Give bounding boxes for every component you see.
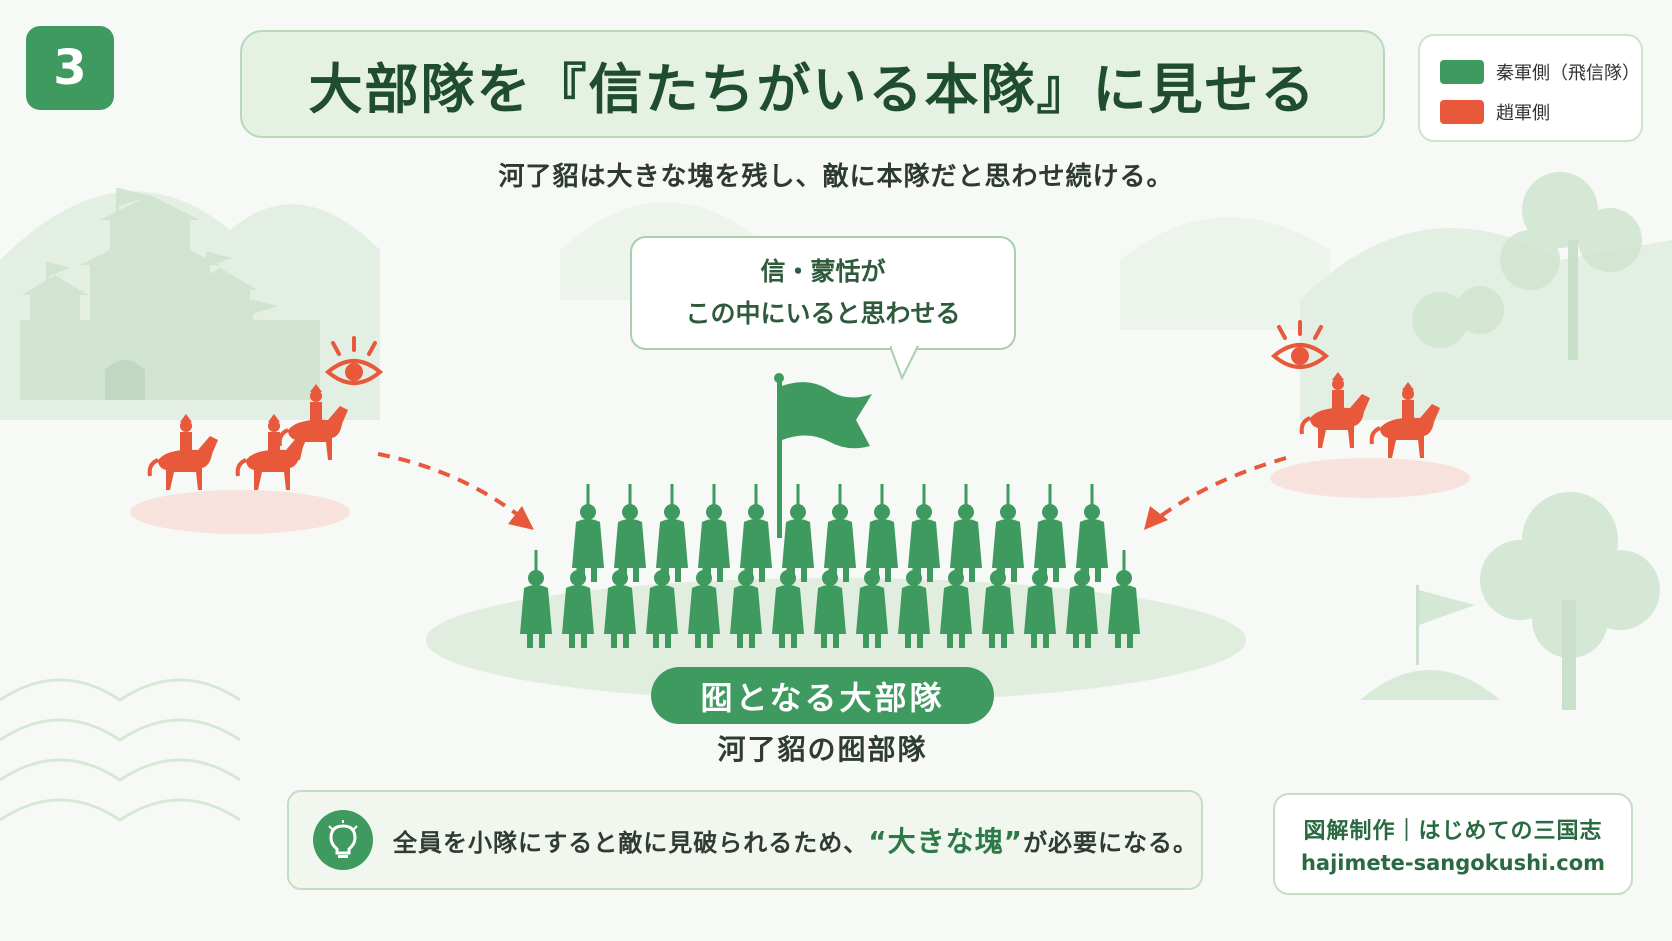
step-number: 3: [53, 40, 87, 96]
tip-text-after: が必要になる。: [1023, 829, 1199, 857]
legend-swatch-zhao: [1440, 100, 1484, 124]
tip-box: 全員を小隊にすると敵に見破られるため、“大きな塊”が必要になる。: [287, 790, 1203, 890]
enemy-rider-5: [1369, 380, 1442, 460]
tip-text-emphasis: “大きな塊”: [868, 825, 1024, 858]
tip-text-before: 全員を小隊にすると敵に見破られるため、: [393, 829, 869, 857]
arrow-left-head: [508, 506, 534, 530]
decoy-unit-pill: 囮となる大部隊: [651, 667, 994, 724]
tip-text: 全員を小隊にすると敵に見破られるため、“大きな塊”が必要になる。: [393, 820, 1198, 860]
bubble-tail: [890, 346, 920, 380]
enemy-rider-4: [1299, 370, 1372, 450]
arrow-left: [377, 452, 524, 520]
arrow-right: [1156, 456, 1287, 520]
arrow-right-head: [1144, 506, 1168, 530]
army-back-row: [572, 484, 1108, 582]
decoy-unit-caption: 河了貂の囮部隊: [717, 733, 928, 766]
step-badge: 3: [26, 26, 114, 110]
castle-icon: [20, 188, 320, 400]
speech-bubble: 信・蒙恬が この中にいると思わせる: [630, 236, 1016, 350]
lightbulb-icon: [313, 810, 373, 870]
eye-icon: [326, 336, 382, 385]
credit-title: 図解制作｜はじめての三国志: [1303, 819, 1603, 844]
flag-icon: [774, 373, 872, 538]
eye-icon: [1272, 320, 1328, 369]
page-title: 大部隊を『信たちがいる本隊』に見せる: [308, 57, 1317, 121]
bubble-line-2: この中にいると思わせる: [685, 299, 961, 328]
legend: 秦軍側（飛信隊） 趙軍側: [1418, 34, 1643, 142]
enemy-rider-1: [147, 412, 220, 492]
legend-swatch-qin: [1440, 60, 1484, 84]
credit-box: 図解制作｜はじめての三国志 hajimete-sangokushi.com: [1273, 793, 1633, 895]
title-box: 大部隊を『信たちがいる本隊』に見せる: [240, 30, 1385, 138]
legend-item-zhao: 趙軍側: [1440, 92, 1641, 132]
legend-item-qin: 秦軍側（飛信隊）: [1440, 52, 1641, 92]
subtitle: 河了貂は大きな塊を残し、敵に本隊だと思わせ続ける。: [498, 162, 1174, 192]
bubble-line-1: 信・蒙恬が: [760, 257, 886, 286]
legend-label-zhao: 趙軍側: [1496, 103, 1550, 124]
legend-label-qin: 秦軍側（飛信隊）: [1496, 63, 1640, 84]
credit-url[interactable]: hajimete-sangokushi.com: [1300, 851, 1606, 875]
